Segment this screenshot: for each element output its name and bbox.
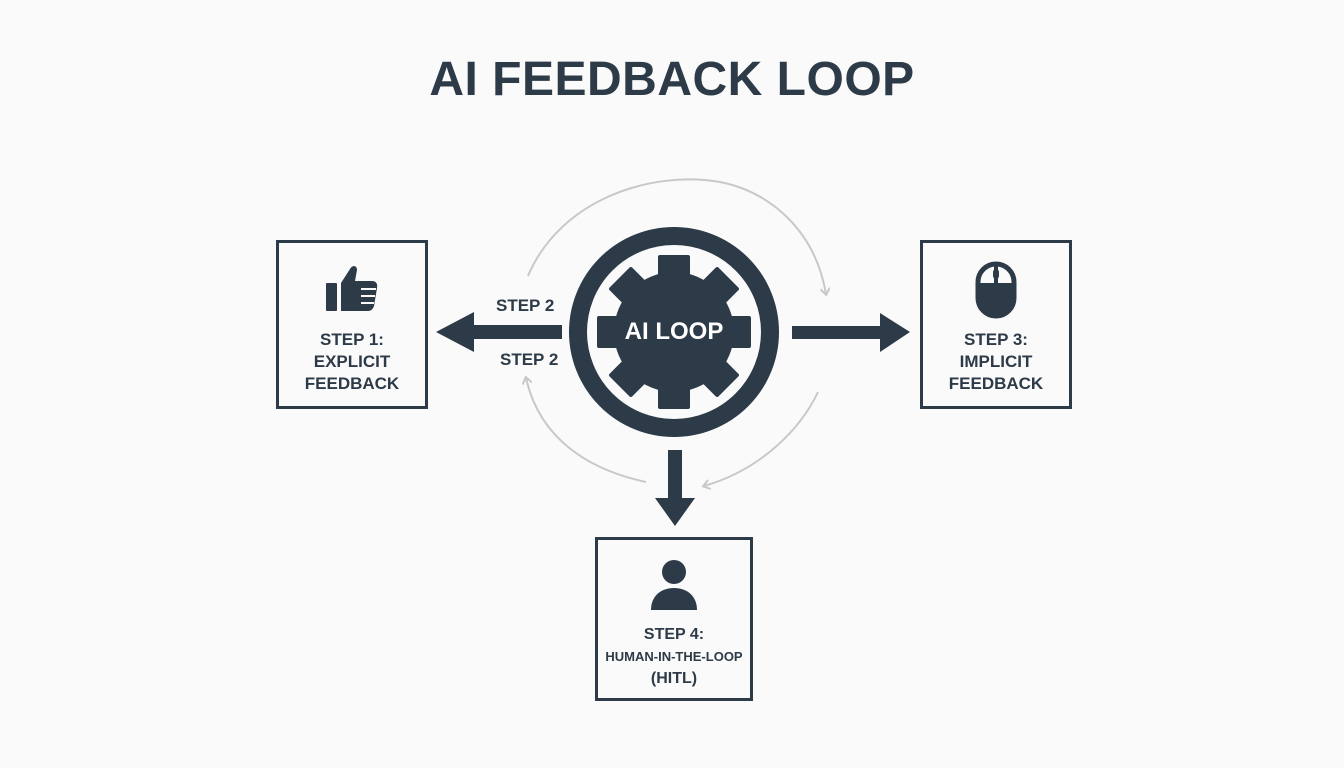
step-4-title-line1: HUMAN-IN-THE-LOOP xyxy=(605,649,743,664)
step-1-box: STEP 1: EXPLICIT FEEDBACK xyxy=(276,240,428,409)
arrow-to-step-4 xyxy=(655,450,695,526)
step-3-number: STEP 3: xyxy=(964,330,1028,349)
step-4-title-line2: (HITL) xyxy=(650,670,698,687)
step-1-label: STEP 1: EXPLICIT FEEDBACK xyxy=(279,329,425,395)
step-3-title-line1: IMPLICIT xyxy=(959,352,1033,371)
step-3-label: STEP 3: IMPLICIT FEEDBACK xyxy=(923,329,1069,395)
step-3-title-line2: FEEDBACK xyxy=(948,374,1044,393)
person-icon xyxy=(598,558,750,617)
arrow-label-lower: STEP 2 xyxy=(500,350,559,369)
arrow-label-upper: STEP 2 xyxy=(496,296,555,315)
step-4-box: STEP 4: HUMAN-IN-THE-LOOP (HITL) xyxy=(595,537,753,701)
step-1-title-line2: FEEDBACK xyxy=(304,374,400,393)
mouse-icon xyxy=(923,261,1069,324)
cycle-arrow-bottom-left xyxy=(526,378,647,483)
ai-loop-hub xyxy=(569,227,779,437)
step-1-title-line1: EXPLICIT xyxy=(313,352,391,371)
diagram-title: AI FEEDBACK LOOP xyxy=(429,53,915,106)
arrow-to-step-3 xyxy=(792,313,910,352)
cycle-arrow-bottom-right xyxy=(704,391,819,486)
step-4-number: STEP 4: xyxy=(643,626,705,643)
cycle-arrow-top xyxy=(527,178,826,294)
step-4-label: STEP 4: HUMAN-IN-THE-LOOP (HITL) xyxy=(598,624,750,690)
step-1-number: STEP 1: xyxy=(320,330,384,349)
hub-label: AI LOOP xyxy=(624,318,724,345)
step-3-box: STEP 3: IMPLICIT FEEDBACK xyxy=(920,240,1072,409)
thumbs-up-icon xyxy=(279,261,425,318)
gear-icon xyxy=(597,255,751,409)
arrow-to-step-1 xyxy=(436,312,562,352)
